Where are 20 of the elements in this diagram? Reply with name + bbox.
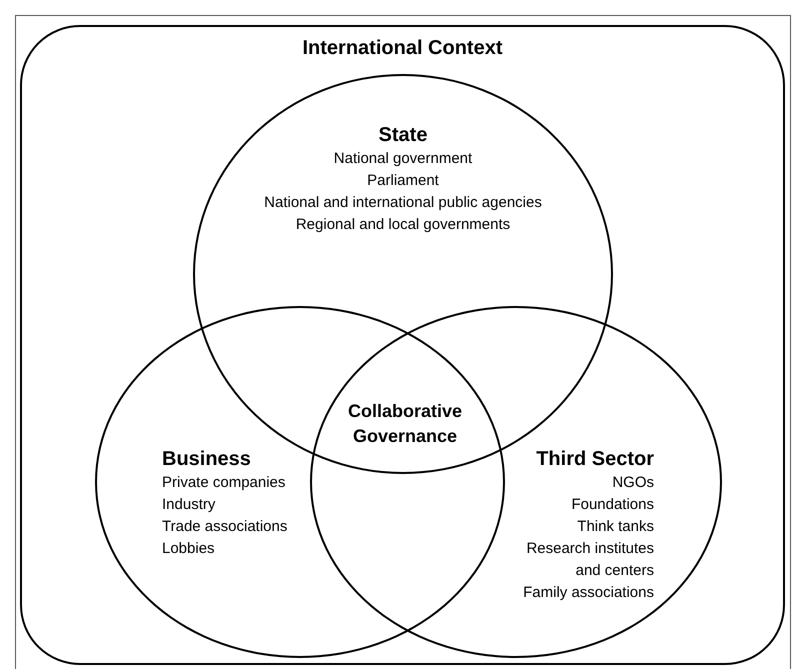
center-label: Collaborative Governance xyxy=(346,400,464,448)
list-item: Think tanks xyxy=(576,517,654,537)
list-item: Family associations xyxy=(522,583,654,603)
list-item: National and international public agencies xyxy=(263,193,543,213)
list-item: National government xyxy=(332,149,474,169)
list-item: Trade associations xyxy=(162,517,288,537)
list-item: Research institutes and centers xyxy=(525,539,654,581)
list-item: Regional and local governments xyxy=(294,215,512,235)
venn-circle xyxy=(310,306,722,658)
list-item: Parliament xyxy=(366,171,440,191)
list-item: NGOs xyxy=(611,473,654,493)
heading: International Context xyxy=(301,36,504,61)
heading: State xyxy=(378,123,428,148)
list-item: Industry xyxy=(162,495,216,515)
venn-circle xyxy=(95,306,505,658)
heading: Third Sector xyxy=(535,447,654,472)
heading: Business xyxy=(162,447,252,472)
list-item: Lobbies xyxy=(162,539,216,559)
list-item: Foundations xyxy=(570,495,654,515)
list-item: Private companies xyxy=(162,473,286,493)
